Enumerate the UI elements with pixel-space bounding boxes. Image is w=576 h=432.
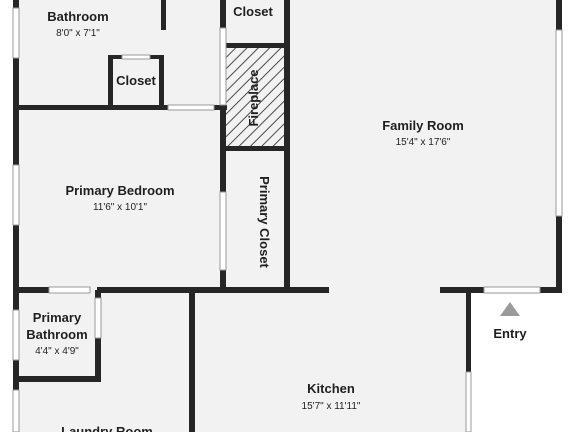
opening-closet-door — [219, 27, 227, 106]
wall-center-lower — [220, 150, 226, 192]
window-laundry — [12, 389, 20, 432]
wall-center-upper — [220, 0, 226, 28]
wall-family-east-stub — [540, 287, 562, 293]
dims-kitchen: 15'7" x 11'11" — [302, 401, 361, 412]
fireplace-hatch — [226, 48, 284, 146]
wall-closet-left — [108, 55, 113, 107]
window-family — [555, 29, 563, 217]
dims-bathroom: 8'0" x 7'1" — [56, 28, 100, 39]
wall-east — [556, 0, 562, 30]
wall-closet-fireplace — [226, 43, 287, 48]
opening-bedroom-top — [167, 104, 215, 111]
wall-west-upper — [13, 0, 19, 290]
opening-entry — [483, 286, 541, 294]
wall-kitchen-west — [189, 290, 195, 432]
wall-center-bottom — [220, 270, 226, 290]
windows — [12, 7, 563, 432]
dims-primary-bedroom: 11'6" x 10'1" — [93, 202, 148, 213]
entry-arrow-icon — [500, 302, 520, 316]
window-kitchen — [465, 371, 472, 432]
wall-closet-right — [159, 55, 164, 107]
label-closet-top: Closet — [233, 4, 273, 19]
wall-family-west — [284, 0, 290, 292]
label-bathroom: Bathroom — [47, 9, 108, 24]
floor-areas — [15, 0, 576, 432]
label-primary-bathroom-line1: Primary — [33, 310, 82, 325]
wall-mid-stub-left — [19, 287, 49, 293]
label-kitchen: Kitchen — [307, 381, 355, 396]
wall-bath-right-upper — [161, 0, 166, 30]
label-primary-bedroom: Primary Bedroom — [65, 183, 174, 198]
label-closet-small: Closet — [116, 73, 156, 88]
dims-family-room: 15'4" x 17'6" — [396, 137, 451, 148]
label-entry: Entry — [493, 326, 527, 341]
wall-fireplace-closet — [226, 146, 287, 151]
opening-mid-left — [48, 286, 91, 294]
wall-pbath-bottom — [19, 376, 101, 382]
window-pbath — [12, 309, 20, 361]
wall-west-lower — [13, 290, 19, 432]
opening-center-door — [219, 191, 227, 271]
label-primary-closet: Primary Closet — [257, 176, 272, 268]
label-fireplace: Fireplace — [246, 69, 261, 126]
wall-closet-top — [108, 55, 122, 59]
label-family-room: Family Room — [382, 118, 464, 133]
label-primary-bathroom-line2: Bathroom — [26, 327, 87, 342]
entry-area — [469, 292, 576, 432]
window-bathroom — [12, 7, 20, 59]
floor-kitchen — [193, 290, 469, 432]
opening-closet-top — [121, 54, 151, 60]
wall-closet-top-right — [150, 55, 164, 59]
wall-kitchen-entry-top — [440, 287, 484, 293]
wall-east-lower — [556, 216, 562, 293]
label-laundry-room: Laundry Room — [61, 424, 153, 432]
wall-mid-horizontal — [97, 287, 329, 293]
floor-family-room — [287, 0, 562, 292]
dims-primary-bathroom: 4'4" x 4'9" — [35, 346, 79, 357]
wall-center-mid — [220, 105, 226, 150]
wall-kitchen-entry — [466, 290, 471, 432]
room-labels: Bathroom 8'0" x 7'1" Closet Closet Firep… — [26, 4, 527, 432]
wall-bath-bedroom — [19, 105, 168, 110]
opening-pbath-right — [94, 297, 102, 339]
window-bedroom — [12, 164, 20, 226]
